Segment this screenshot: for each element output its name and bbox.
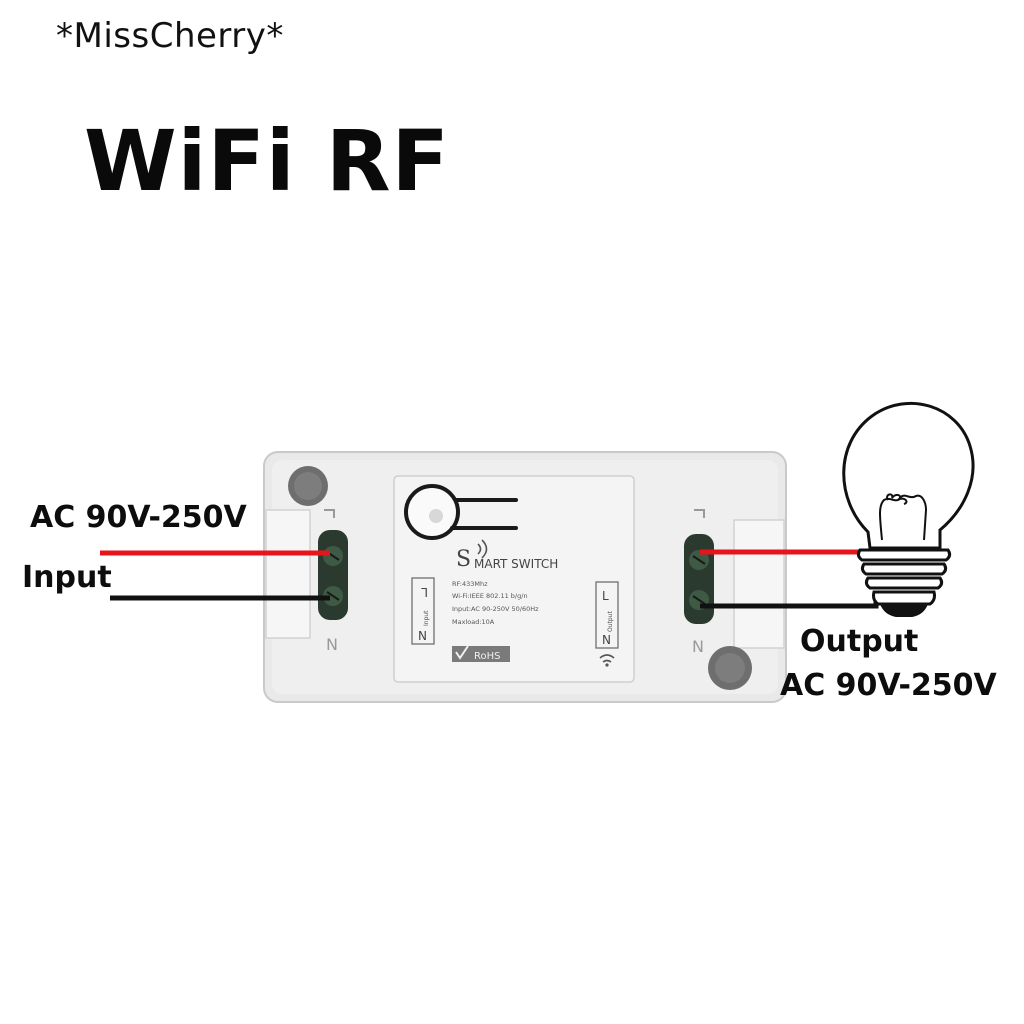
left-mount-tab [265,509,311,639]
output-terminal-marking: L N Output [595,581,619,649]
watermark: *MissCherry* [56,16,284,56]
input-terminal-marking: L N Input [411,577,435,645]
output-N-side-mark: N [692,637,704,656]
output-L-mark: L [602,589,609,603]
brand-initial: S [456,547,471,572]
input-L-mark: L [421,585,428,599]
spec-line-4: Maxload:10A [452,618,495,626]
input-label: Input [22,560,112,595]
rohs-text: RoHS [474,651,500,662]
brand-name: MART SWITCH [474,557,558,571]
smart-switch-device: S MART SWITCH RF:433Mhz Wi-Fi:IEEE 802.1… [263,451,787,703]
light-bulb-icon [842,401,975,617]
input-voltage-label: AC 90V-250V [30,500,247,535]
input-terminal-block: N [318,509,348,654]
output-label: Output [800,624,919,659]
spec-line-1: RF:433Mhz [452,580,488,588]
pairing-button[interactable] [404,484,518,540]
input-N-side-mark: N [326,635,338,654]
input-mark-text: Input [423,610,430,626]
output-N-mark: N [602,633,611,647]
wireless-icon [477,539,488,559]
rohs-badge: RoHS [452,645,510,662]
right-mount-tab [733,519,785,649]
page-title: WiFi RF [84,112,450,210]
signal-icon [599,654,615,667]
input-N-mark: N [418,629,427,643]
spec-line-3: Input:AC 90-250V 50/60Hz [452,605,539,613]
spec-line-2: Wi-Fi:IEEE 802.11 b/g/n [452,592,528,600]
output-voltage-label: AC 90V-250V [780,668,997,703]
output-terminal-block: N [684,509,714,656]
output-mark-text: Output [607,611,614,632]
